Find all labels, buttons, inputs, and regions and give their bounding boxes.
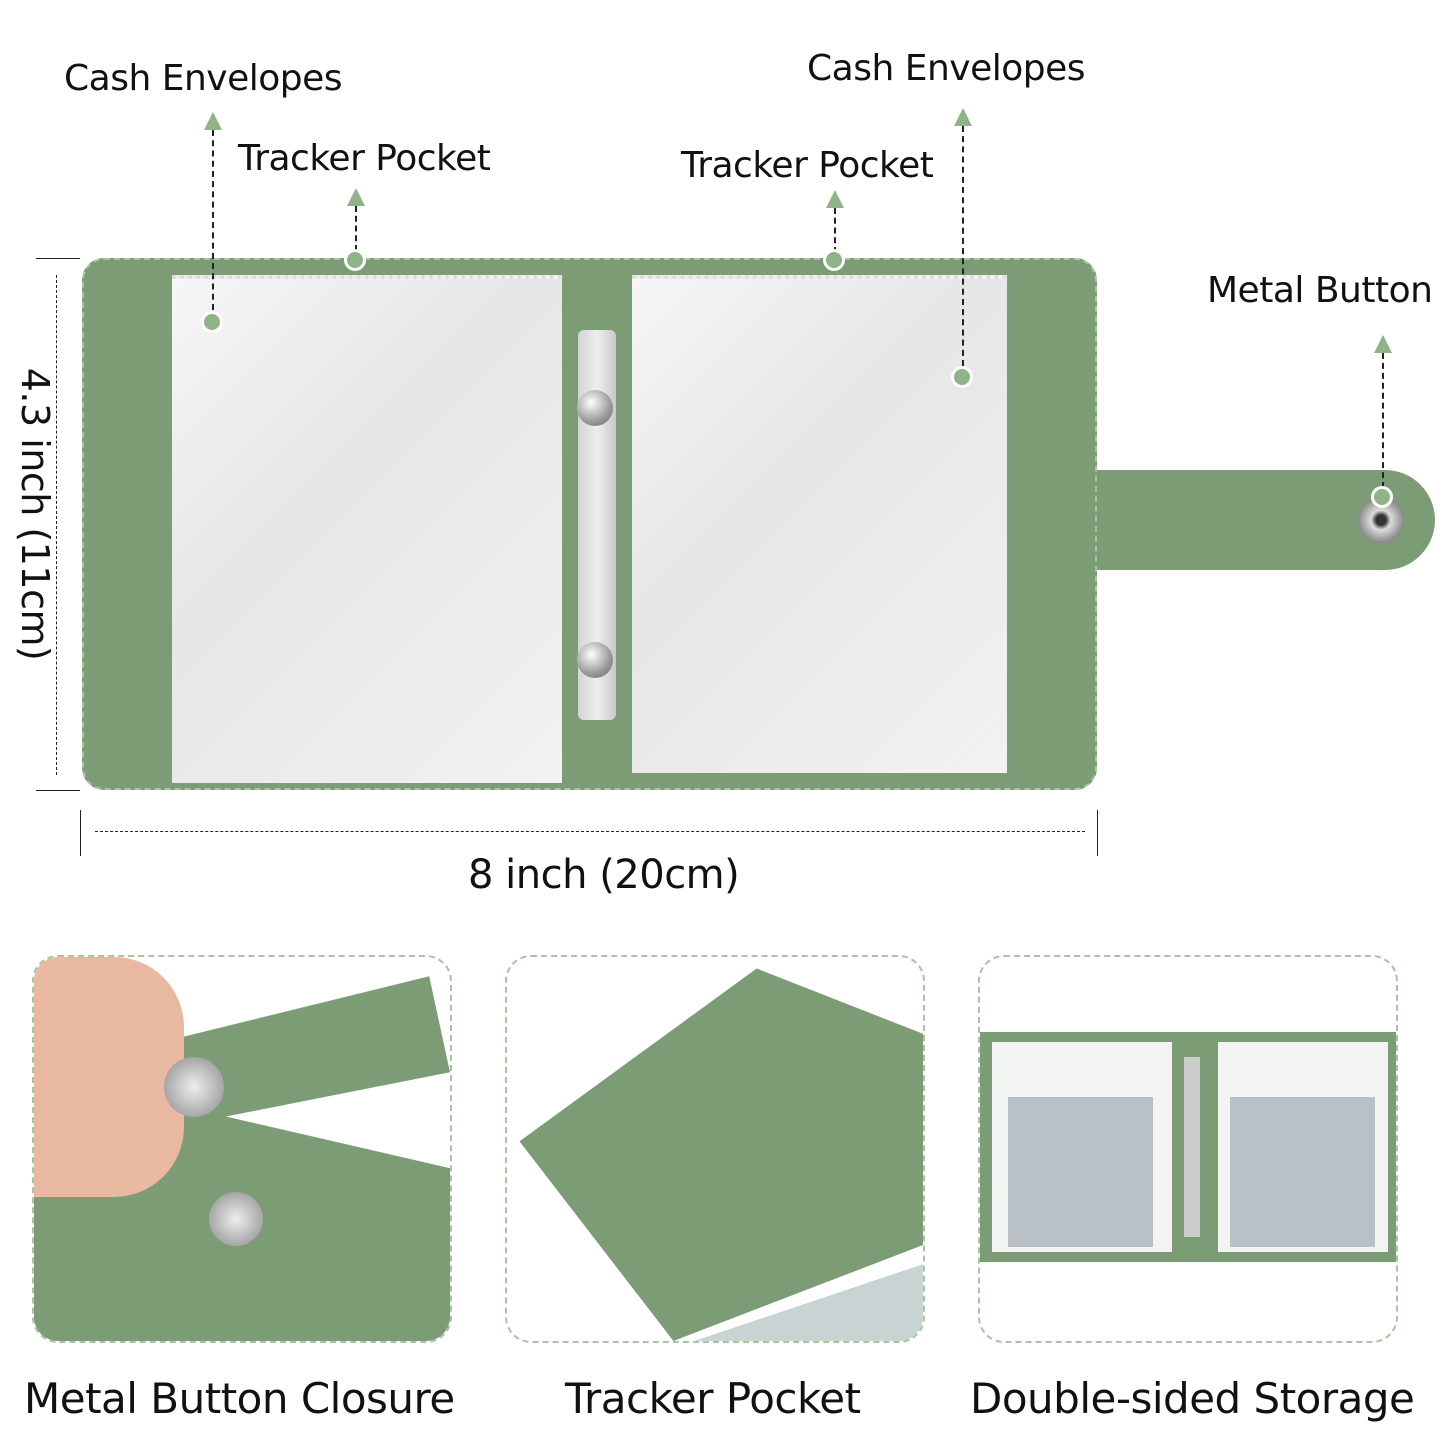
notch — [562, 270, 618, 310]
dimension-tick — [36, 258, 80, 259]
callout-dot — [1371, 486, 1393, 508]
width-dimension-line — [95, 831, 1085, 832]
banknote — [1230, 1097, 1375, 1247]
callout-cash-envelopes-left: Cash Envelopes — [64, 58, 343, 99]
tracker-pocket-cover — [519, 968, 923, 1341]
height-dimension-label: 4.3 inch (11cm) — [13, 367, 57, 661]
callout-tracker-pocket-right: Tracker Pocket — [681, 145, 934, 186]
arrow-up-icon — [347, 188, 365, 206]
caption-tracker-pocket: Tracker Pocket — [565, 1374, 861, 1423]
callout-metal-button: Metal Button — [1207, 270, 1433, 311]
binder-rivet — [577, 642, 613, 678]
panel-double-sided-storage — [978, 955, 1398, 1343]
snap-stud — [209, 1192, 263, 1246]
binder-spine — [1184, 1057, 1200, 1237]
banknote — [1008, 1097, 1153, 1247]
caption-metal-button-closure: Metal Button Closure — [24, 1374, 455, 1423]
left-envelope-pages — [172, 275, 562, 783]
arrow-up-icon — [204, 112, 222, 130]
caption-double-sided-storage: Double-sided Storage — [970, 1374, 1415, 1423]
arrow-up-icon — [954, 108, 972, 126]
callout-dot — [823, 249, 845, 271]
right-envelope-pages — [632, 275, 1007, 773]
callout-dot — [344, 249, 366, 271]
callout-dot — [201, 311, 223, 333]
snap-button — [164, 1057, 224, 1117]
dimension-tick — [80, 810, 81, 856]
callout-line — [212, 130, 214, 310]
callout-line — [962, 126, 964, 366]
height-dimension-line — [56, 275, 57, 775]
binder-rivet — [577, 390, 613, 426]
thumb — [34, 957, 184, 1197]
arrow-up-icon — [826, 190, 844, 208]
panel-metal-button-closure — [32, 955, 452, 1343]
callout-line — [355, 206, 357, 251]
dimension-tick — [36, 790, 80, 791]
panel-tracker-pocket — [505, 955, 925, 1343]
callout-tracker-pocket-left: Tracker Pocket — [238, 138, 491, 179]
arrow-up-icon — [1374, 335, 1392, 353]
width-dimension-label: 8 inch (20cm) — [468, 852, 740, 898]
notch — [562, 740, 618, 780]
callout-line — [1382, 353, 1384, 488]
callout-dot — [951, 366, 973, 388]
dimension-tick — [1097, 810, 1098, 856]
callout-cash-envelopes-right: Cash Envelopes — [807, 48, 1086, 89]
callout-line — [834, 208, 836, 253]
